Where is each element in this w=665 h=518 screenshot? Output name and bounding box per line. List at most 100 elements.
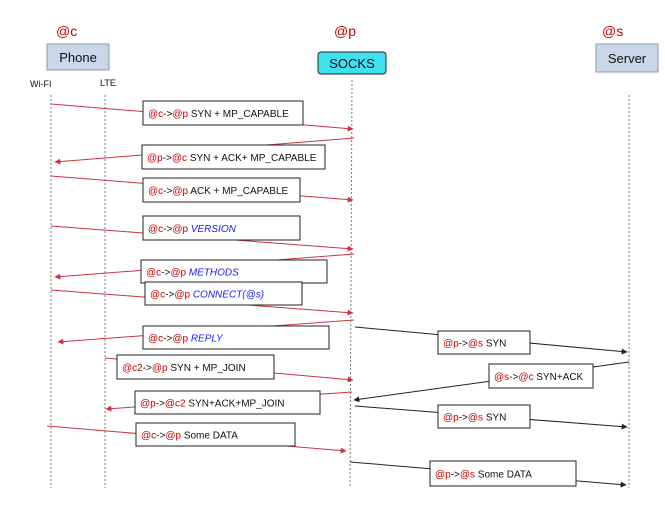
- message-arrow: ->: [163, 153, 172, 164]
- message-label: @p->@s SYN: [443, 413, 506, 424]
- message-box: @c->@p ACK + MP_CAPABLE: [142, 177, 301, 203]
- message-box-border: [135, 422, 296, 447]
- message-box-border: [116, 354, 275, 380]
- message-to: @s: [468, 413, 483, 424]
- lifeline-socks: [349, 79, 353, 489]
- message-arrow: ->: [143, 363, 152, 374]
- message-text: Some DATA: [181, 431, 238, 442]
- message-label: @c->@p Some DATA: [141, 431, 238, 442]
- message-to: @p: [170, 268, 186, 279]
- message-box-border: [142, 177, 301, 203]
- message-text: Some DATA: [475, 470, 532, 481]
- message-arrow: ->: [163, 186, 172, 197]
- message-box: @c2->@p SYN + MP_JOIN: [116, 354, 275, 380]
- message-arrow: ->: [163, 224, 172, 235]
- message-box-border: [144, 281, 303, 306]
- message-box-border: [429, 460, 577, 487]
- message-to: @p: [174, 290, 190, 301]
- message-from: @p: [435, 470, 451, 481]
- entity-socks-address: @p: [334, 23, 356, 39]
- message-label: @s->@c SYN+ACK: [494, 372, 584, 383]
- message-from: @p: [443, 413, 459, 424]
- message-box: @c->@p CONNECT(@s): [144, 281, 303, 306]
- message-text: SYN + MP_JOIN: [168, 363, 246, 374]
- message-box-border: [134, 390, 321, 415]
- message-to: @c2: [165, 399, 186, 410]
- message-box: @c->@p METHODS: [140, 259, 328, 284]
- message-to: @p: [165, 431, 181, 442]
- message-text: SYN + MP_CAPABLE: [188, 109, 289, 120]
- entity-server: @s Server: [595, 23, 659, 73]
- message-label: @p->@c SYN + ACK+ MP_CAPABLE: [147, 153, 317, 164]
- message-box: @p->@c2 SYN+ACK+MP_JOIN: [134, 390, 321, 415]
- entity-socks: @p SOCKS: [317, 23, 387, 75]
- entity-socks-label: SOCKS: [329, 56, 375, 71]
- message-arrow: ->: [459, 413, 468, 424]
- message-label: @c->@p METHODS: [146, 268, 239, 279]
- message-label: @c->@p CONNECT(@s): [150, 290, 264, 301]
- entity-server-address: @s: [602, 23, 623, 39]
- message-from: @c: [148, 109, 163, 120]
- message-from: @c: [146, 268, 161, 279]
- message-from: @c: [150, 290, 165, 301]
- message-box: @c->@p Some DATA: [135, 422, 296, 447]
- message-label: @p->@s Some DATA: [435, 470, 532, 481]
- message-text: SYN: [483, 339, 506, 350]
- message-arrow: ->: [163, 109, 172, 120]
- message-to: @p: [172, 224, 188, 235]
- message-to: @p: [172, 186, 188, 197]
- message-from: @p: [443, 339, 459, 350]
- message-to: @c: [172, 153, 187, 164]
- message-label: @p->@c2 SYN+ACK+MP_JOIN: [140, 399, 285, 410]
- arrows: [46, 103, 630, 488]
- message-text: SYN+ACK+MP_JOIN: [186, 399, 285, 410]
- message-arrow: ->: [451, 470, 460, 481]
- message-to: @s: [468, 339, 483, 350]
- message-label: @c->@p SYN + MP_CAPABLE: [148, 109, 289, 120]
- message-label: @c->@p ACK + MP_CAPABLE: [148, 186, 289, 197]
- message-box: @p->@s SYN: [437, 330, 531, 355]
- message-text: SYN: [483, 413, 506, 424]
- message-to: @c: [518, 372, 533, 383]
- message-text: ACK + MP_CAPABLE: [188, 186, 288, 197]
- entity-phone: @c Phone: [46, 23, 110, 71]
- message-label: @p->@s SYN: [443, 339, 506, 350]
- message-label: @c->@p VERSION: [148, 224, 237, 235]
- message-arrow: ->: [161, 268, 170, 279]
- message-arrow: ->: [509, 372, 518, 383]
- message-box: @c->@p REPLY: [142, 325, 330, 350]
- entity-phone-address: @c: [56, 23, 77, 39]
- message-arrow: ->: [156, 431, 165, 442]
- message-box: @p->@s Some DATA: [429, 460, 577, 487]
- message-box-border: [437, 404, 531, 429]
- message-to: @p: [172, 109, 188, 120]
- message-box: @c->@p VERSION: [142, 215, 301, 241]
- message-arrow: ->: [459, 339, 468, 350]
- message-text: REPLY: [188, 334, 224, 345]
- message-box: @p->@s SYN: [437, 404, 531, 429]
- message-from: @c2: [122, 363, 143, 374]
- message-from: @c: [148, 186, 163, 197]
- message-from: @p: [140, 399, 156, 410]
- message-from: @p: [147, 153, 163, 164]
- message-text: VERSION: [188, 224, 237, 235]
- interface-lte-label: LTE: [100, 78, 116, 88]
- message-from: @s: [494, 372, 509, 383]
- message-box-border: [142, 100, 304, 126]
- message-label: @c2->@p SYN + MP_JOIN: [122, 363, 246, 374]
- message-box-border: [142, 325, 330, 350]
- message-to: @p: [152, 363, 168, 374]
- message-box: @s->@c SYN+ACK: [488, 363, 594, 389]
- message-from: @c: [148, 334, 163, 345]
- message-box-border: [142, 215, 301, 241]
- message-box: @c->@p SYN + MP_CAPABLE: [142, 100, 304, 126]
- message-box-border: [488, 363, 594, 389]
- message-text: CONNECT(@s): [190, 290, 264, 301]
- message-text: SYN + ACK+ MP_CAPABLE: [187, 153, 317, 164]
- message-arrow: ->: [163, 334, 172, 345]
- message-box-border: [437, 330, 531, 355]
- message-box-border: [141, 144, 326, 170]
- message-to: @p: [172, 334, 188, 345]
- message-from: @c: [141, 431, 156, 442]
